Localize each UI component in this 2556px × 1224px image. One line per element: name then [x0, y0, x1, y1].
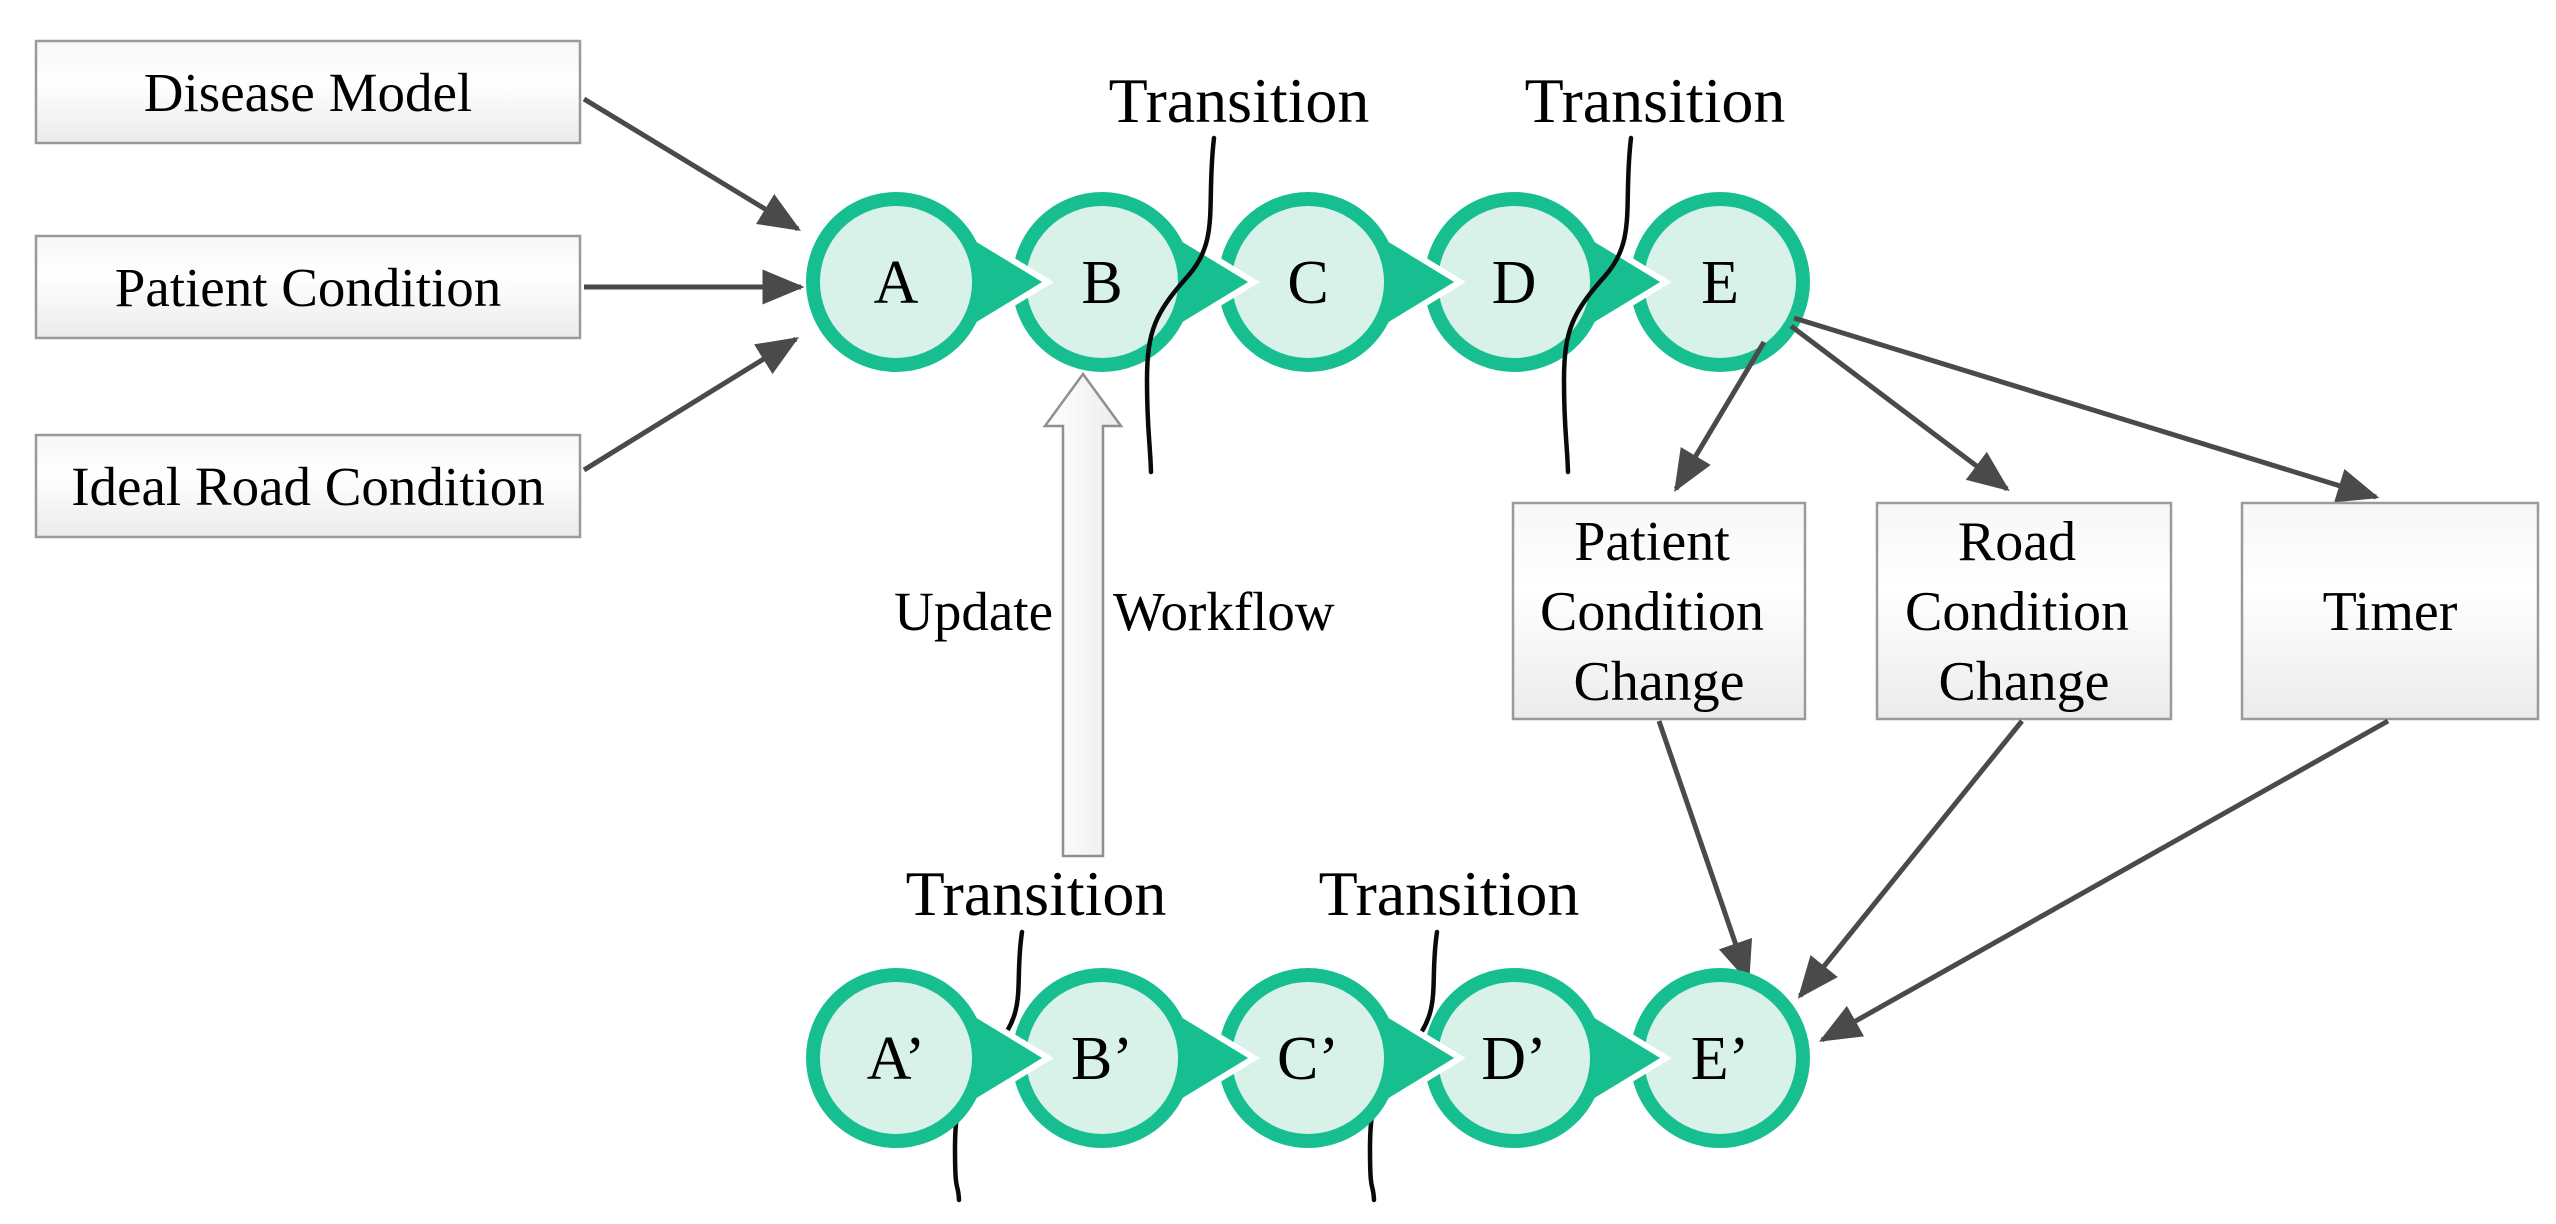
update-label-right: Workflow — [1113, 581, 1335, 642]
arrow-patient-condition-change-to-e2 — [1656, 720, 1753, 984]
rcc-line-2: Condition — [1905, 581, 2129, 643]
event-box-timer — [2240, 501, 2540, 721]
pcc-line-2: Condition — [1540, 581, 1764, 643]
transition-label-top-2: Transition — [1525, 65, 1786, 136]
transition-label-bottom-1: Transition — [906, 858, 1167, 929]
arrow-ideal-road-condition-to-a — [582, 336, 799, 473]
input-arrows — [582, 96, 805, 473]
event-box-timer-label: Timer — [2323, 581, 2458, 643]
transition-curve-top-2 — [1561, 135, 1634, 475]
event-boxes: Patient Condition Change Road Condition … — [1511, 501, 2540, 721]
input-box-disease-model — [34, 39, 582, 145]
e-output-arrows — [1673, 315, 2380, 503]
top-transitions: Transition Transition — [1109, 65, 1786, 475]
node-b-label: B — [1081, 249, 1122, 317]
node-c-label: C — [1287, 249, 1328, 317]
arrow-e-to-road-condition-change — [1789, 324, 2010, 492]
arrow-e-to-timer — [1793, 315, 2380, 503]
event-box-patient-condition-change — [1511, 501, 1807, 721]
node-a2-circle — [806, 968, 986, 1148]
top-chain: A B C D E — [806, 192, 1810, 372]
bottom-transitions: Transition Transition — [906, 858, 1580, 1203]
node-a-label: A — [874, 249, 919, 317]
transition-curve-top-1 — [1144, 135, 1217, 475]
update-workflow-label: Update Workflow — [894, 581, 1335, 642]
node-a2-label: A’ — [867, 1025, 926, 1093]
arrow-e-to-patient-condition-change — [1673, 340, 1767, 493]
event-box-road-condition-change-label: Road Condition Change — [1905, 511, 2143, 713]
event-box-patient-condition-change-label: Patient Condition Change — [1540, 511, 1778, 713]
event-box-road-condition-change — [1875, 501, 2173, 721]
input-box-ideal-road-condition-label: Ideal Road Condition — [71, 456, 545, 517]
update-workflow-block-arrow — [1042, 371, 1124, 858]
bottom-chain: A’ B’ C’ D’ E’ — [806, 968, 1810, 1148]
node-e2-label: E’ — [1691, 1025, 1750, 1093]
transition-label-bottom-2: Transition — [1319, 858, 1580, 929]
arrow-timer-to-e2 — [1818, 718, 2390, 1043]
transition-label-top-1: Transition — [1109, 65, 1370, 136]
node-b2-label: B’ — [1071, 1025, 1133, 1093]
input-box-ideal-road-condition — [34, 433, 582, 539]
rcc-line-1: Road — [1958, 511, 2076, 573]
input-box-patient-condition-label: Patient Condition — [115, 257, 502, 318]
arrow-disease-model-to-a — [582, 96, 801, 232]
node-e-label: E — [1701, 249, 1739, 317]
node-c2-label: C’ — [1277, 1025, 1339, 1093]
node-d2-label: D’ — [1481, 1025, 1546, 1093]
node-a-circle — [806, 192, 986, 372]
input-box-patient-condition — [34, 234, 582, 340]
rcc-line-3: Change — [1938, 651, 2109, 713]
event-arrows — [1656, 718, 2390, 1043]
input-boxes: Disease Model Patient Condition Ideal Ro… — [34, 39, 582, 539]
update-label-left: Update — [894, 581, 1053, 642]
pcc-line-3: Change — [1573, 651, 1744, 713]
node-d-label: D — [1492, 249, 1537, 317]
arrow-road-condition-change-to-e2 — [1797, 719, 2024, 999]
input-box-disease-model-label: Disease Model — [144, 62, 472, 123]
pcc-line-1: Patient — [1574, 511, 1730, 573]
